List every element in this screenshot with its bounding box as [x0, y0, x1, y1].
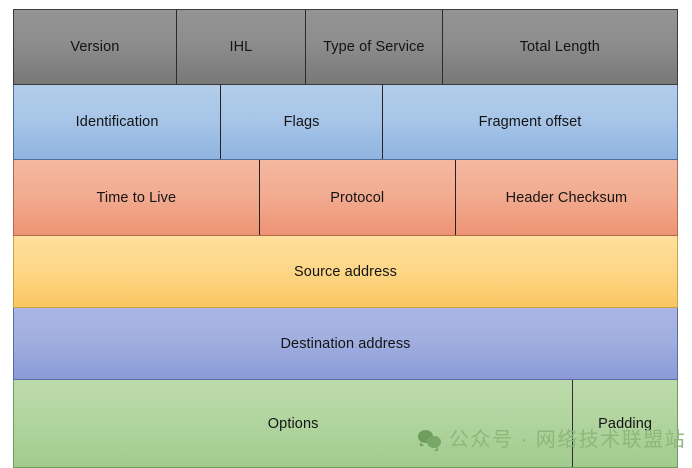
field-cell-identification: Identification	[75, 114, 159, 130]
field-cell-destination-address: Destination address	[280, 335, 411, 352]
header-field-table: Version IHL Type of Service Total Length…	[13, 9, 678, 468]
header-row-3: Time to Live Protocol Header Checksum	[13, 160, 678, 236]
field-cell-source-address: Source address	[294, 263, 397, 280]
field-cell-version: Version	[70, 39, 120, 55]
field-cell-fragment-offset: Fragment offset	[381, 85, 677, 159]
header-row-5: Destination address	[13, 308, 678, 380]
field-cell-ihl: IHL	[175, 10, 305, 84]
header-row-1: Version IHL Type of Service Total Length	[13, 9, 678, 85]
field-cell-type-of-service: Type of Service	[305, 10, 442, 84]
header-row-2: Identification Flags Fragment offset	[13, 85, 678, 160]
field-cell-time-to-live: Time to Live	[96, 189, 177, 206]
header-row-6: Options Padding	[13, 380, 678, 468]
field-cell-protocol: Protocol	[258, 160, 455, 235]
field-cell-total-length: Total Length	[441, 10, 677, 84]
field-cell-header-checksum: Header Checksum	[454, 160, 677, 235]
field-cell-options: Options	[267, 415, 319, 432]
field-cell-flags: Flags	[220, 85, 382, 159]
header-row-4: Source address	[13, 236, 678, 308]
field-cell-padding: Padding	[572, 380, 677, 467]
